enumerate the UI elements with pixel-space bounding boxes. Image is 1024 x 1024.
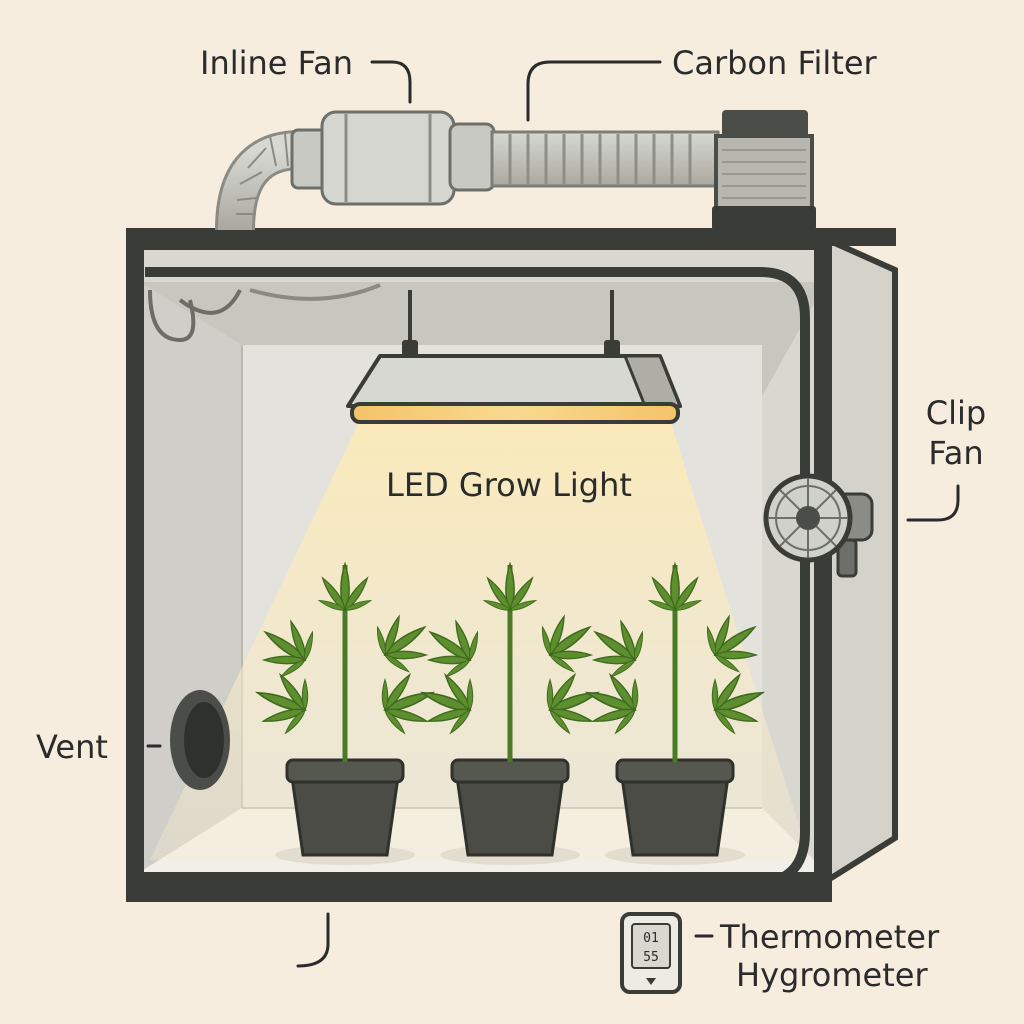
plant-center bbox=[412, 564, 607, 865]
display-bottom-reading: 55 bbox=[643, 950, 659, 965]
tent-frame bbox=[126, 228, 896, 902]
leader-carbon-filter bbox=[526, 60, 662, 122]
label-carbon-filter: Carbon Filter bbox=[672, 44, 878, 82]
vent-icon bbox=[170, 690, 230, 790]
thermometer-hygrometer-icon: 01 55 bbox=[620, 912, 682, 994]
label-inline-fan: Inline Fan bbox=[200, 44, 353, 82]
light-glow bbox=[150, 420, 810, 860]
plant-left bbox=[247, 564, 442, 865]
clip-fan-icon bbox=[763, 473, 874, 578]
label-clip-fan-line1: Clip bbox=[926, 394, 986, 432]
leader-lines bbox=[146, 60, 960, 968]
labels: Inline Fan Carbon Filter LED Grow Light … bbox=[36, 44, 986, 994]
ventilation-system bbox=[148, 110, 816, 343]
plants bbox=[247, 564, 772, 865]
leader-floor bbox=[296, 912, 330, 968]
label-thermometer: Thermometer bbox=[719, 918, 940, 956]
leader-inline-fan bbox=[370, 60, 412, 104]
label-hygrometer: Hygrometer bbox=[736, 956, 928, 994]
carbon-filter-icon bbox=[712, 110, 816, 230]
label-led-grow-light: LED Grow Light bbox=[386, 466, 632, 504]
label-vent: Vent bbox=[36, 728, 108, 766]
inline-fan-icon bbox=[290, 110, 496, 206]
display-top-reading: 01 bbox=[643, 931, 659, 946]
plant-right bbox=[577, 564, 772, 865]
label-clip-fan-line2: Fan bbox=[928, 434, 983, 472]
grow-light-icon bbox=[346, 290, 683, 424]
leader-clip-fan bbox=[906, 484, 960, 522]
